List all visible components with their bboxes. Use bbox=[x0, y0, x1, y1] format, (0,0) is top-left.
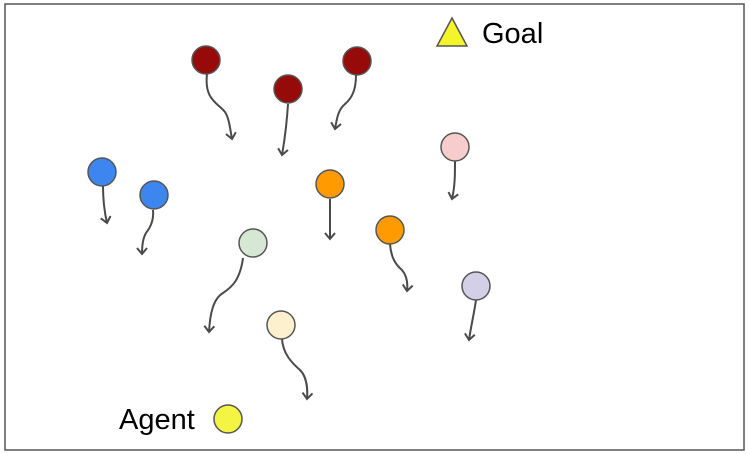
arrow-obstacle-light-pink bbox=[447, 160, 459, 201]
goal-triangle-icon bbox=[435, 16, 469, 47]
arrow-obstacle-light-green bbox=[203, 257, 244, 334]
obstacle-blue-2 bbox=[139, 180, 169, 210]
obstacle-light-purple bbox=[461, 271, 491, 301]
arrow-obstacle-dark-red-2 bbox=[277, 103, 289, 157]
obstacles bbox=[87, 45, 491, 340]
agent-circle bbox=[213, 404, 243, 434]
obstacle-dark-red-3 bbox=[342, 46, 372, 76]
goal-label: Goal bbox=[482, 18, 543, 50]
agent-label: Agent bbox=[119, 404, 195, 436]
arrow-obstacle-light-yellow bbox=[281, 338, 314, 401]
frame bbox=[4, 3, 745, 451]
obstacle-dark-red-2 bbox=[273, 74, 303, 104]
obstacle-orange-1 bbox=[315, 169, 345, 199]
arrow-obstacle-light-purple bbox=[464, 299, 477, 342]
obstacle-blue-1 bbox=[87, 157, 117, 187]
obstacle-light-yellow bbox=[266, 310, 296, 340]
arrow-obstacle-dark-red-3 bbox=[330, 74, 357, 131]
obstacle-orange-2 bbox=[375, 215, 405, 245]
arrow-obstacle-orange-2 bbox=[389, 243, 414, 293]
trajectory-arrows bbox=[100, 73, 477, 401]
arrow-obstacle-blue-2 bbox=[136, 209, 155, 256]
obstacle-dark-red-1 bbox=[191, 45, 221, 75]
obstacle-light-green bbox=[238, 228, 268, 258]
obstacle-light-pink bbox=[440, 132, 470, 162]
arrow-obstacle-dark-red-1 bbox=[205, 73, 237, 141]
arrow-obstacle-blue-1 bbox=[100, 185, 112, 225]
